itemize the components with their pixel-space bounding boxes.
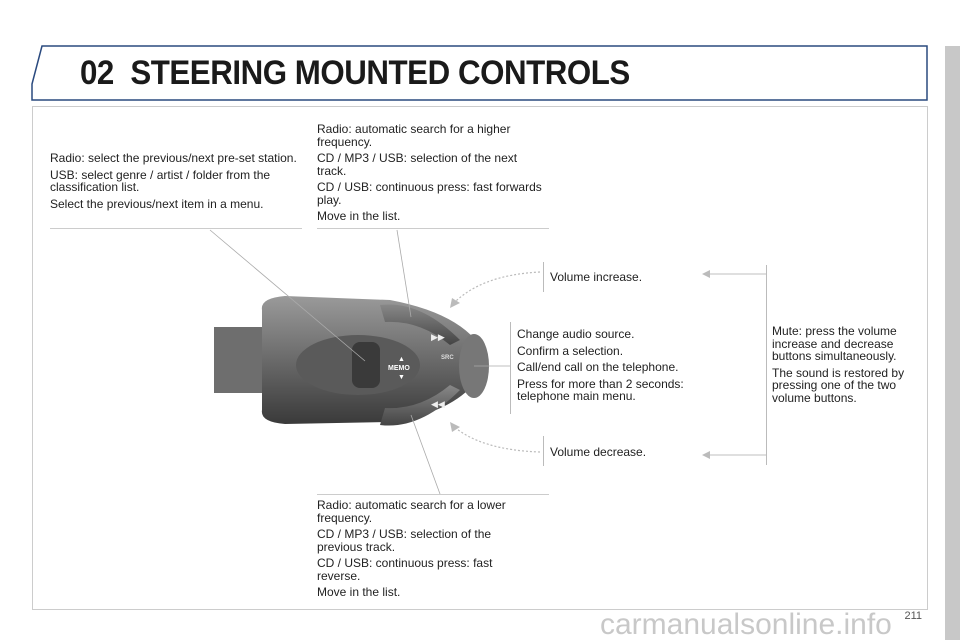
callout-text: Call/end call on the telephone. [517, 360, 679, 374]
src-label: SRC [441, 355, 454, 361]
callout-text: The sound is restored by pressing one of… [772, 365, 905, 405]
header-frame [31, 45, 928, 101]
divider [543, 436, 544, 466]
callout-text: CD / MP3 / USB: selection of the previou… [317, 527, 492, 554]
callout-text: Press for more than 2 seconds: telephone… [517, 376, 684, 403]
down-arrow-icon: ▼ [398, 374, 405, 381]
section-title: STEERING MOUNTED CONTROLS [130, 54, 630, 92]
callout-text: Radio: automatic search for a lower freq… [317, 498, 506, 525]
side-tab [945, 46, 960, 640]
volume-down-button [380, 385, 460, 426]
callout-text: Change audio source. [517, 327, 635, 341]
divider [543, 262, 544, 292]
callout-text: Select the previous/next item in a menu. [50, 196, 264, 211]
callout-text: USB: select genre / artist / folder from… [50, 167, 271, 194]
callout-text: CD / USB: continuous press: fast reverse… [317, 556, 493, 583]
memo-label: MEMO [388, 365, 410, 372]
divider [317, 494, 549, 495]
callout-text: Radio: select the previous/next pre-set … [50, 151, 297, 165]
section-number: 02 [80, 54, 114, 92]
callout-mute: Mute: press the volume increase and decr… [772, 325, 922, 408]
callout-text: Move in the list. [317, 585, 401, 599]
previous-icon: ◀◀ [431, 399, 445, 409]
divider [317, 228, 549, 229]
callout-bottom: Radio: automatic search for a lower freq… [317, 499, 532, 603]
callout-text: Confirm a selection. [517, 343, 624, 358]
page-number: 211 [904, 610, 922, 622]
scroll-wheel [352, 342, 380, 388]
callout-text: Radio: automatic search for a higher fre… [317, 122, 511, 149]
callout-text: CD / MP3 / USB: selection of the next tr… [317, 151, 518, 178]
divider [766, 265, 767, 465]
next-icon: ▶▶ [431, 332, 445, 342]
page-title: 02 STEERING MOUNTED CONTROLS [80, 54, 630, 93]
callout-text: Move in the list. [317, 209, 401, 223]
callout-text: CD / USB: continuous press: fast forward… [317, 180, 542, 207]
divider [510, 322, 511, 414]
up-arrow-icon: ▲ [398, 356, 405, 363]
content-frame [32, 106, 928, 610]
stalk-arm [214, 327, 262, 393]
watermark: carmanualsonline.info [600, 608, 892, 641]
volume-up-button [380, 304, 460, 345]
divider [50, 228, 302, 229]
callout-left: Radio: select the previous/next pre-set … [50, 152, 300, 214]
volume-increase-label: Volume increase. [550, 270, 643, 284]
callout-text: Mute: press the volume increase and decr… [772, 324, 897, 363]
volume-decrease-label: Volume decrease. [550, 445, 647, 459]
callout-center: Change audio source. Confirm a selection… [517, 328, 707, 407]
callout-top: Radio: automatic search for a higher fre… [317, 123, 542, 227]
